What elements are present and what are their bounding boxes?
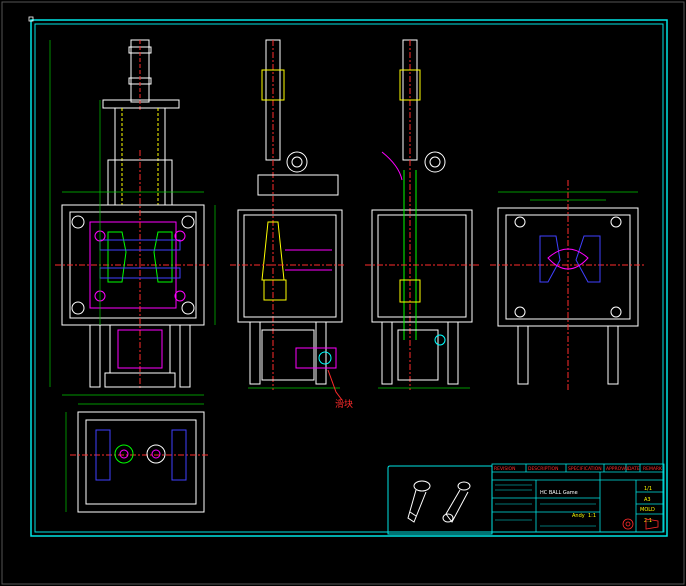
tb-cell-scale: 2:1 [644, 518, 652, 524]
tb-header-date: DATE [628, 466, 640, 472]
tb-header-specification: SPECIFICATION [568, 466, 602, 472]
tb-scale-note: 1:1 [588, 513, 596, 519]
front-view [49, 39, 216, 396]
tb-header-remark: REMARK [643, 466, 663, 472]
drawing-frame-inner [34, 23, 664, 533]
tb-cell-sheet: 1/1 [644, 486, 652, 492]
side-section-view: 滑块 [230, 39, 353, 410]
title-block-fills [495, 484, 596, 527]
tb-header-revision: REVISION [494, 466, 515, 472]
slider-annotation: 滑块 [335, 398, 353, 410]
projection-symbol [622, 518, 659, 530]
origin-marker [28, 16, 34, 22]
part-sketch-area [387, 465, 493, 535]
drawing-frame-outer [30, 19, 668, 537]
title-block-header: REVISION DESCRIPTION SPECIFICATION APPRO… [494, 466, 663, 472]
title-block-body: HC BALL Game Andy 1:1 1/1 A3 MOLD 2:1 [540, 486, 655, 524]
tb-header-approval: APPROVAL [606, 466, 630, 472]
title-block [491, 463, 665, 533]
tb-cell-type: MOLD [640, 507, 655, 513]
tb-designer: Andy [572, 513, 585, 519]
part-sketch-2 [442, 481, 471, 523]
part-sketch-1 [407, 480, 431, 523]
plan-view-right [490, 180, 645, 390]
plan-view-bottom [65, 403, 210, 513]
tb-part-name: HC BALL Game [540, 490, 578, 496]
tb-header-description: DESCRIPTION [528, 466, 558, 472]
side-elevation-view [365, 39, 480, 390]
tb-cell-size: A3 [644, 497, 651, 503]
